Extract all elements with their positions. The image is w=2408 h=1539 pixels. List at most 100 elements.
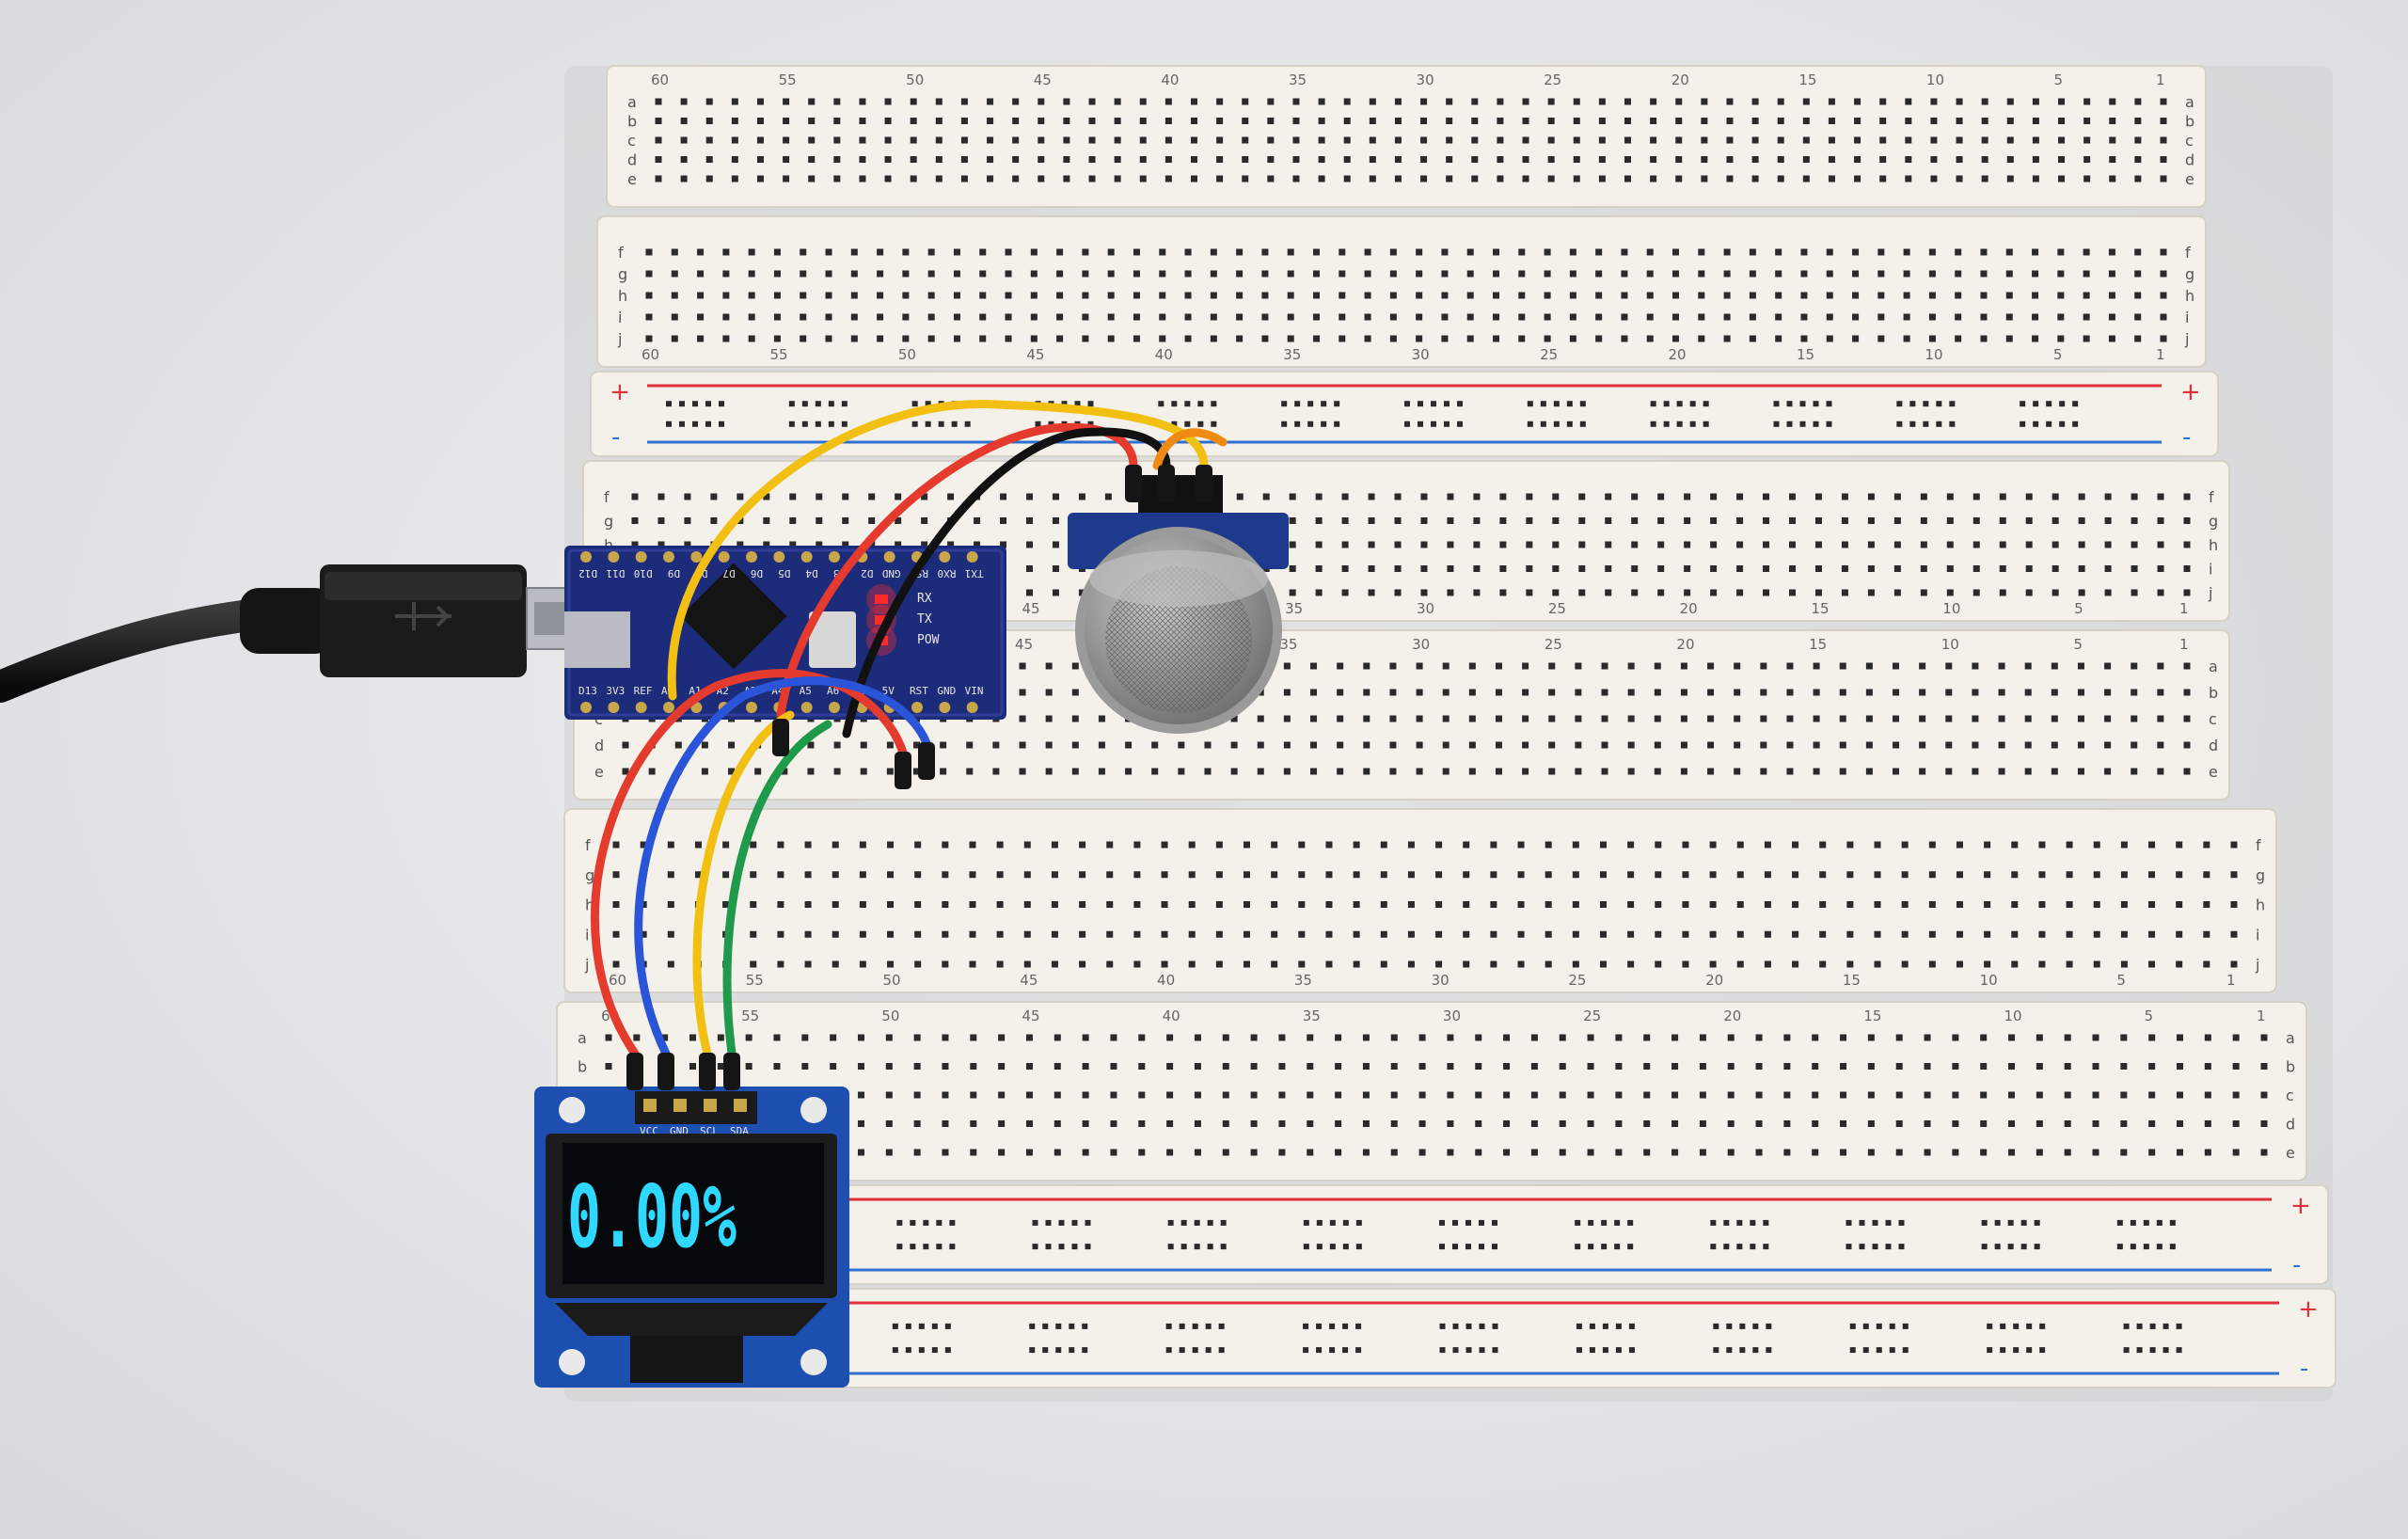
breadboard-hole [612, 841, 620, 849]
breadboard-hole [689, 1034, 696, 1041]
breadboard-hole [1107, 248, 1115, 256]
breadboard-hole [1503, 1091, 1511, 1099]
rail-hole [1527, 420, 1533, 427]
breadboard-hole [1826, 335, 1833, 342]
breadboard-hole [684, 493, 691, 500]
rail-hole [2007, 1244, 2014, 1250]
breadboard-hole [1362, 1034, 1370, 1041]
breadboard-hole [1587, 1120, 1594, 1127]
rail-hole [936, 1219, 943, 1226]
rail-hole [1207, 1244, 1213, 1250]
breadboard-hole [1775, 248, 1782, 256]
breadboard-hole [859, 98, 866, 105]
breadboard-hole [1955, 335, 1962, 342]
breadboard-hole [1919, 741, 1926, 749]
breadboard-hole [710, 517, 718, 524]
breadboard-hole [1764, 841, 1771, 849]
breadboard-hole [1631, 565, 1639, 572]
breadboard-hole [1699, 1091, 1706, 1099]
jumper-wire [842, 427, 1171, 738]
breadboard-hole [2160, 98, 2167, 105]
breadboard-hole [1789, 541, 1797, 548]
rail-hole [1872, 1219, 1878, 1226]
rail-hole [1457, 401, 1463, 407]
rail-hole [1061, 401, 1068, 407]
rail-hole [1452, 1347, 1459, 1354]
breadboard-hole [655, 118, 662, 124]
breadboard-hole [830, 1063, 837, 1070]
breadboard-hole [1709, 930, 1717, 938]
breadboard-hole [2064, 1149, 2071, 1156]
breadboard-hole [1315, 493, 1323, 500]
breadboard-hole [1749, 270, 1756, 278]
usb-cable[interactable] [0, 564, 584, 703]
breadboard-hole [1420, 493, 1428, 500]
breadboard-hole [2109, 136, 2116, 144]
breadboard-hole [1261, 292, 1269, 299]
breadboard-hole [1337, 768, 1344, 775]
breadboard-hole [1841, 517, 1848, 524]
breadboard-hole [671, 335, 678, 342]
breadboard-hole [877, 292, 884, 299]
rail-hole [1923, 420, 1929, 427]
rail-hole [1492, 1347, 1498, 1354]
breadboard-hole [1466, 248, 1474, 256]
breadboard-hole [1362, 1063, 1370, 1070]
breadboard-hole [1751, 118, 1759, 124]
nano-pin [580, 551, 592, 563]
breadboard-hole [1343, 175, 1351, 182]
row-letter: a [627, 93, 637, 111]
rail-hole [1898, 1219, 1905, 1226]
breadboard-hole [1905, 136, 1912, 144]
rail-hole [1029, 1347, 1036, 1354]
breadboard-hole [1901, 841, 1909, 849]
breadboard-hole [1104, 493, 1112, 500]
breadboard-hole [1468, 715, 1476, 722]
breadboard-hole [2011, 960, 2019, 968]
breadboard-hole [857, 1034, 864, 1041]
breadboard-hole [1814, 589, 1822, 596]
breadboard-hole [1125, 768, 1133, 775]
rail-hole [1035, 420, 1041, 427]
breadboard-hole [935, 156, 943, 163]
breadboard-hole [756, 136, 764, 144]
breadboard-hole [1045, 715, 1053, 722]
breadboard-hole [1710, 541, 1718, 548]
rail-hole [1846, 1219, 1852, 1226]
nano-pin-label: 5V [882, 685, 895, 697]
breadboard-hole [1000, 517, 1007, 524]
breadboard-hole [1545, 930, 1552, 938]
breadboard-hole [1230, 768, 1238, 775]
rail-hole [892, 1323, 898, 1329]
rail-hole [2143, 1244, 2149, 1250]
breadboard-hole [1447, 1149, 1454, 1156]
breadboard-hole [1493, 313, 1500, 321]
row-letter: b [627, 113, 637, 131]
breadboard-hole [2104, 541, 2112, 548]
breadboard-hole [1981, 98, 1988, 105]
breadboard-hole [731, 118, 738, 124]
breadboard-hole [1056, 313, 1064, 321]
breadboard-hole [645, 270, 653, 278]
breadboard-hole [1000, 541, 1007, 548]
breadboard-hole [1216, 175, 1224, 182]
breadboard-hole [2052, 565, 2059, 572]
breadboard-hole [2160, 136, 2167, 144]
breadboard-hole [877, 335, 884, 342]
rail-hole [1602, 1323, 1608, 1329]
rail-hole [1826, 420, 1832, 427]
breadboard-hole [921, 541, 928, 548]
breadboard-hole [1707, 715, 1715, 722]
breadboard-hole [1569, 292, 1576, 299]
breadboard-hole [1215, 930, 1223, 938]
breadboard-hole [1981, 136, 1988, 144]
breadboard-hole [2204, 1149, 2211, 1156]
breadboard-hole [1215, 901, 1223, 908]
breadboard-hole [1552, 493, 1560, 500]
breadboard-hole [2131, 565, 2138, 572]
breadboard-hole [1839, 741, 1846, 749]
rail-plus-label: + [610, 378, 630, 406]
rail-hole [2123, 1323, 2130, 1329]
breadboard-hole [1082, 335, 1089, 342]
breadboard-hole [868, 541, 876, 548]
